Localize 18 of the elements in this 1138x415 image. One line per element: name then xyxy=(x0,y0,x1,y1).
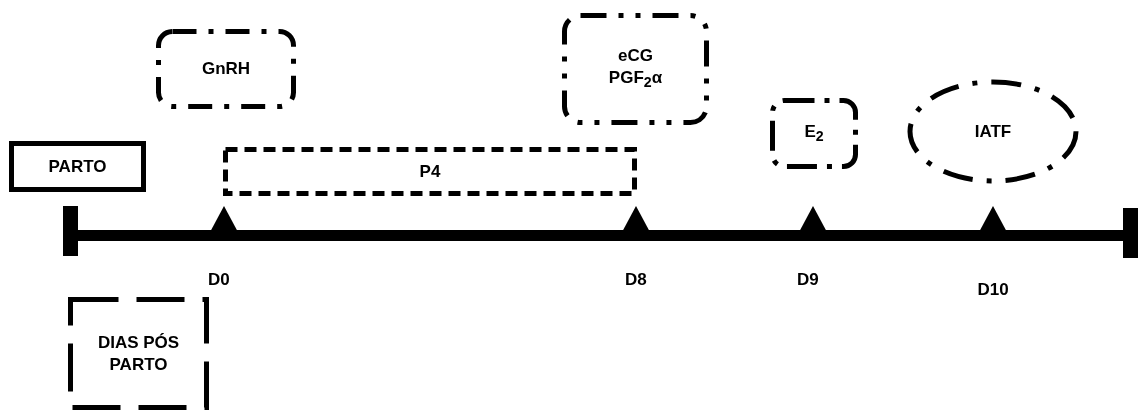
day-label: D9 xyxy=(797,270,819,290)
box-label: DIAS PÓS PARTO xyxy=(96,331,181,376)
day-label: D8 xyxy=(625,270,647,290)
box xyxy=(8,140,147,193)
rounded-box xyxy=(561,12,710,126)
dashed-box xyxy=(222,146,638,197)
day-label: D0 xyxy=(208,270,230,290)
rounded-box xyxy=(155,28,297,110)
box-label: P4 xyxy=(418,160,442,183)
box-label: E$_{2}$ xyxy=(803,120,825,146)
box-label: eCG PGF$_{2}$α xyxy=(607,44,664,93)
box-label: IATF xyxy=(973,120,1013,143)
box-label: GnRH xyxy=(200,58,252,80)
dashed-box xyxy=(67,296,210,411)
rounded-box xyxy=(769,97,859,170)
ellipse xyxy=(905,77,1081,186)
day-label: D10 xyxy=(977,280,1009,300)
box-label: PARTO xyxy=(47,155,108,178)
